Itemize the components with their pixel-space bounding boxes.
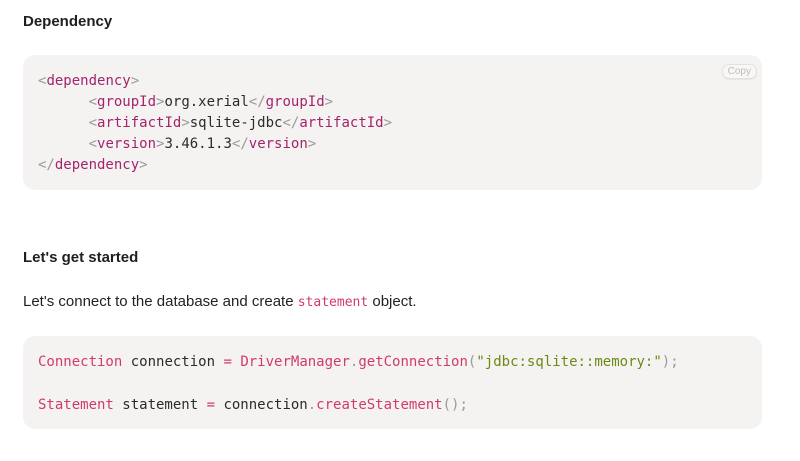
code-line-dependency-close: </dependency> [38, 157, 148, 173]
code-line-groupid: <groupId>org.xerial</groupId> [88, 94, 334, 110]
get-started-heading: Let's get started [23, 249, 139, 266]
intro-paragraph: Let's connect to the database and create… [23, 293, 417, 310]
java-code-block: Connection connection = DriverManager.ge… [23, 336, 762, 429]
code-line-statement: Statement statement = connection.createS… [38, 397, 468, 413]
code-line-dependency-open: <dependency> [38, 73, 140, 89]
inline-code-statement: statement [297, 295, 369, 310]
dependency-heading: Dependency [23, 13, 113, 30]
code-line-artifactid: <artifactId>sqlite-jdbc</artifactId> [88, 115, 393, 131]
code-line-version: <version>3.46.1.3</version> [88, 136, 317, 152]
copy-button[interactable]: Copy [721, 64, 757, 79]
code-line-connection: Connection connection = DriverManager.ge… [38, 354, 679, 370]
dependency-code-block: Copy <dependency> <groupId>org.xerial</g… [23, 55, 762, 190]
